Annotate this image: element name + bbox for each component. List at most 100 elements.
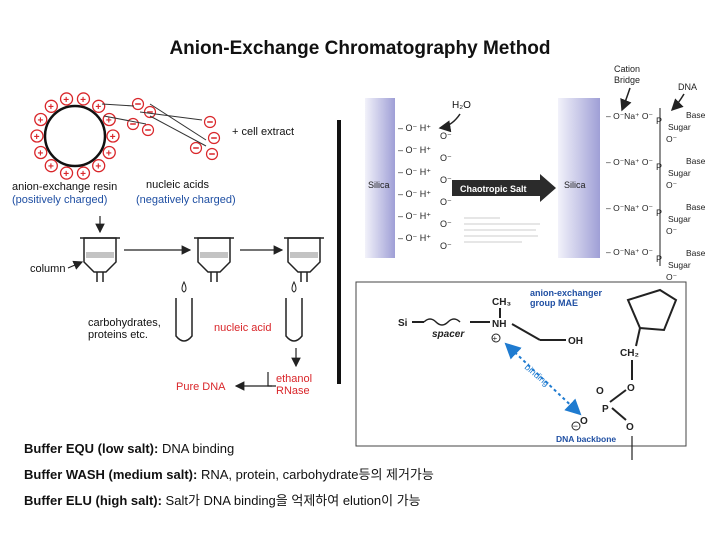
buffer-wash-name: Buffer WASH (medium salt):: [24, 467, 198, 482]
cation-bridge-label-2: Bridge: [614, 75, 640, 85]
svg-text:+: +: [110, 132, 116, 143]
silica-left-label: Silica: [368, 180, 390, 190]
o-minus-label: O⁻: [440, 153, 452, 163]
buffer-equ: Buffer EQU (low salt): DNA binding: [24, 436, 434, 462]
svg-text:+: +: [34, 132, 40, 143]
silica-oh-groups: – O⁻ H⁺– O⁻ H⁺– O⁻ H⁺– O⁻ H⁺– O⁻ H⁺– O⁻ …: [398, 123, 452, 251]
phosphate-label: P: [656, 116, 662, 126]
na-bridge-label: – O⁻Na⁺ O⁻: [606, 203, 654, 213]
nucleic-charge-label: (negatively charged): [136, 194, 236, 206]
minus-charge-icon: [143, 105, 157, 119]
phosphate-label: P: [656, 208, 662, 218]
o-minus-label: O⁻: [666, 134, 678, 144]
oh-group-label: – O⁻ H⁺: [398, 167, 431, 177]
ch2-label: CH₂: [620, 348, 639, 359]
proteins-label: proteins etc.: [88, 329, 148, 341]
mae-panel: [355, 281, 687, 447]
svg-text:+: +: [80, 95, 86, 106]
buffer-equ-name: Buffer EQU (low salt):: [24, 441, 159, 456]
svg-text:+: +: [48, 102, 54, 113]
na-bridge-label: – O⁻Na⁺ O⁻: [606, 157, 654, 167]
plus-charge-icon: +: [102, 112, 116, 126]
carbohydrates-label: carbohydrates,: [88, 317, 161, 329]
plus-charge-icon: +: [106, 129, 120, 143]
nh-label: NH: [492, 319, 506, 330]
sugar-ring: [626, 288, 678, 332]
dna-label: DNA: [678, 82, 697, 92]
svg-text:+: +: [106, 115, 112, 126]
cation-bridge-arrow: [620, 87, 632, 112]
chaotropic-arrow: [452, 174, 556, 202]
column-label: column: [30, 263, 65, 275]
sugar-label: Sugar: [668, 214, 691, 224]
p-label: P: [602, 404, 609, 415]
plus-sign: +: [493, 334, 498, 343]
base-label: Base: [686, 156, 706, 166]
columns: [80, 237, 324, 282]
si-label: Si: [398, 318, 408, 329]
rnase-label: RNase: [276, 385, 310, 397]
page-title: Anion-Exchange Chromatography Method: [169, 38, 551, 59]
svg-text:+: +: [63, 95, 69, 106]
svg-text:+: +: [95, 102, 101, 113]
svg-text:+: +: [63, 169, 69, 180]
silica-right-label: Silica: [564, 180, 586, 190]
buffer-elu-name: Buffer ELU (high salt):: [24, 493, 162, 508]
oh-group-label: – O⁻ H⁺: [398, 145, 431, 155]
ch3-label: CH₃: [492, 297, 511, 308]
h2o-arrow: [438, 113, 461, 133]
phosphate-label: P: [656, 254, 662, 264]
cell-extract-label: + cell extract: [232, 126, 294, 138]
svg-text:+: +: [48, 162, 54, 173]
oh-label: OH: [568, 336, 583, 347]
dna-backbone-label: DNA backbone: [556, 434, 616, 444]
plus-charge-icon: +: [34, 145, 48, 159]
minus-charge-icon: [205, 147, 219, 161]
minus-charge: [571, 421, 581, 431]
chaotropic-label: Chaotropic Salt: [460, 184, 527, 194]
silica-right: [558, 98, 600, 258]
minus-charge-icon: [207, 131, 221, 145]
binding-arrow: [504, 342, 582, 416]
buffer-elu: Buffer ELU (high salt): Salt가 DNA bindin…: [24, 488, 434, 514]
pure-dna-arrow: [267, 372, 276, 387]
svg-text:+: +: [37, 115, 43, 126]
buffer-elu-desc: Salt가 DNA binding을 억제하여 elution이 가능: [161, 493, 421, 508]
pure-dna-label: Pure DNA: [176, 381, 226, 393]
plus-charge-icon: +: [34, 112, 48, 126]
base-label: Base: [686, 110, 706, 120]
o-minus-label: O⁻: [666, 180, 678, 190]
silica-na-groups: – O⁻Na⁺ O⁻ – O⁻Na⁺ O⁻ – O⁻Na⁺ O⁻ – O⁻Na⁺ O⁻: [606, 111, 654, 257]
sugar-label: Sugar: [668, 168, 691, 178]
minus-charge-icon: [126, 117, 140, 131]
nucleic-acid-label: nucleic acid: [214, 322, 271, 334]
na-bridge-label: – O⁻Na⁺ O⁻: [606, 111, 654, 121]
o-label-double: O: [596, 386, 604, 397]
flow-arrows: [67, 216, 301, 368]
plus-charge-icon: +: [76, 166, 91, 180]
plus-charge-icon: +: [44, 99, 58, 113]
plus-charge-icon: +: [59, 166, 74, 180]
sugar-label: Sugar: [668, 260, 691, 270]
minus-sign: −: [573, 421, 578, 431]
oh-group-label: – O⁻ H⁺: [398, 211, 431, 221]
plus-charge-icon: +: [92, 159, 106, 173]
oh-group-label: – O⁻ H⁺: [398, 189, 431, 199]
nucleic-acid-charges: [126, 97, 221, 161]
tubes: [175, 298, 303, 342]
divider: [337, 120, 341, 384]
svg-text:+: +: [95, 162, 101, 173]
minus-charge-icon: [141, 123, 155, 137]
mae-group-label-1: anion-exchanger: [530, 288, 603, 298]
buffer-list: Buffer EQU (low salt): DNA binding Buffe…: [24, 436, 434, 514]
o-label-top: O: [627, 383, 635, 394]
plus-charge: [491, 333, 501, 343]
svg-text:+: +: [37, 148, 43, 159]
spacer-label: spacer: [432, 329, 465, 340]
na-bridge-label: – O⁻Na⁺ O⁻: [606, 247, 654, 257]
svg-text:+: +: [80, 169, 86, 180]
resin-bead: ++++++++++++++: [30, 92, 120, 180]
buffer-wash: Buffer WASH (medium salt): RNA, protein,…: [24, 462, 434, 488]
droplets: [181, 280, 297, 293]
